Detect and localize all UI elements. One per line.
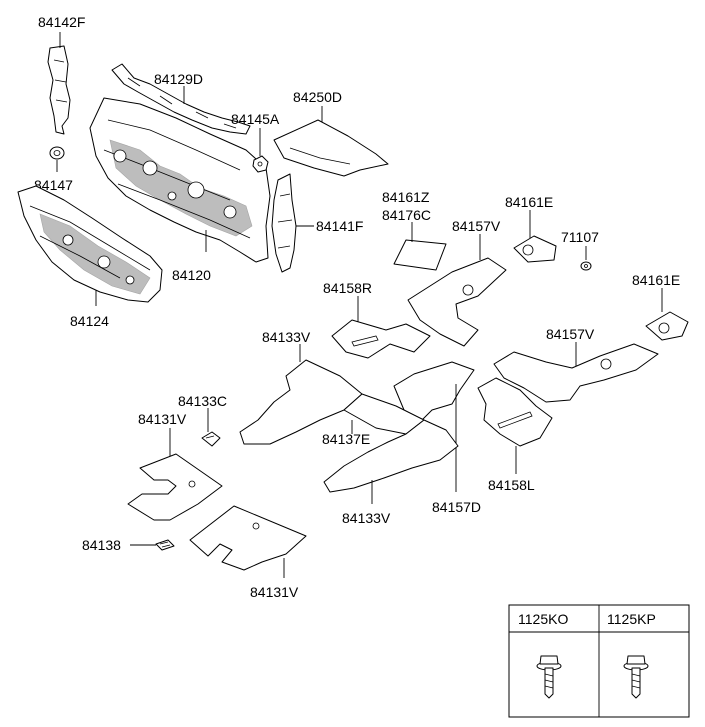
- part-84120-dash-panel: [89, 97, 271, 263]
- label-84137e: 84137E: [322, 431, 370, 447]
- part-84161z-pad: [393, 239, 447, 271]
- label-84145a: 84145A: [231, 111, 280, 127]
- label-84124: 84124: [70, 313, 109, 329]
- label-84161e-top: 84161E: [505, 194, 553, 210]
- label-84142f: 84142F: [38, 14, 85, 30]
- label-84147: 84147: [34, 177, 73, 193]
- label-84157v-top: 84157V: [452, 218, 501, 234]
- label-84131v-left: 84131V: [138, 411, 187, 427]
- table-header-1125ko: 1125KO: [518, 611, 568, 627]
- label-84129d: 84129D: [154, 71, 203, 87]
- label-84158l: 84158L: [488, 477, 535, 493]
- part-84131v-left-pad: [127, 453, 223, 521]
- bolt-1125ko-icon: [536, 655, 562, 699]
- table-header-1125kp: 1125KP: [607, 611, 656, 627]
- label-84131v-bottom: 84131V: [250, 584, 299, 600]
- part-84161e-right: [645, 311, 689, 341]
- part-84133v-upper-pad: [239, 359, 363, 445]
- label-84133v-bottom: 84133V: [342, 510, 391, 526]
- bolt-1125kp-icon: [623, 655, 649, 699]
- label-84158r: 84158R: [323, 280, 372, 296]
- label-84157v-right: 84157V: [546, 326, 595, 342]
- label-71107: 71107: [561, 229, 599, 245]
- fastener-table: [508, 604, 690, 718]
- label-84157d: 84157D: [432, 499, 481, 515]
- part-84129d-bracket: [111, 63, 251, 135]
- part-84157v-right-pad: [493, 343, 659, 403]
- part-84133v-lower-pad: [323, 419, 459, 493]
- label-84138: 84138: [82, 537, 121, 553]
- label-84250d: 84250D: [293, 89, 342, 105]
- part-84145a-nut: [252, 155, 269, 173]
- label-84120: 84120: [172, 267, 211, 283]
- part-71107-clip: [580, 261, 592, 271]
- part-84133c-clip: [201, 431, 221, 447]
- label-84161z: 84161Z: [382, 189, 430, 205]
- label-84133c: 84133C: [178, 393, 227, 409]
- part-84124-insulator: [17, 185, 163, 303]
- label-84141f: 84141F: [316, 218, 363, 234]
- part-84158l-pad: [477, 377, 553, 447]
- part-84250d-pad: [273, 119, 389, 177]
- label-84161e-right: 84161E: [632, 272, 680, 288]
- part-84147-grommet: [49, 146, 65, 160]
- part-84131v-bottom-pad: [189, 505, 307, 571]
- part-84141f-bracket: [271, 173, 297, 273]
- part-84161e-top: [513, 235, 557, 263]
- part-84158r-pad: [331, 319, 431, 359]
- label-84133v-top: 84133V: [262, 329, 311, 345]
- part-84157v-top-pad: [407, 257, 507, 347]
- label-84176c: 84176C: [382, 207, 431, 223]
- part-84138-clip: [155, 539, 175, 551]
- part-84142f-strip: [47, 45, 71, 135]
